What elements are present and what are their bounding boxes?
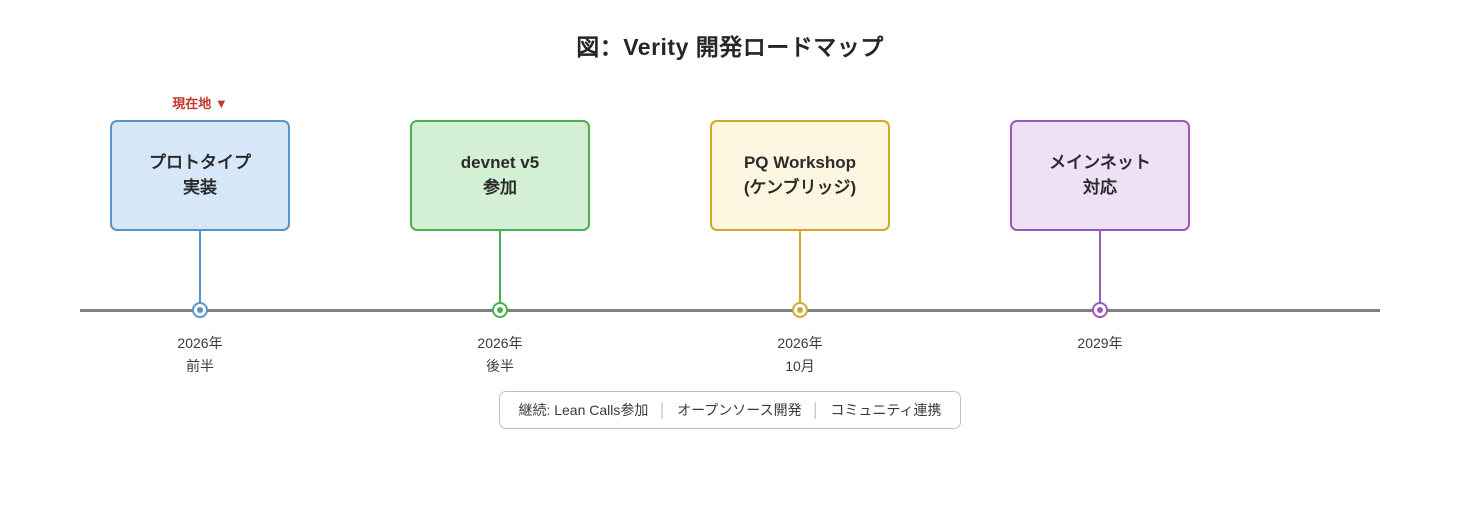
timeline-axis [80,309,1380,312]
footer-item-1: オープンソース開発 [677,402,802,418]
footer-item-2: コミュニティ連携 [830,402,942,418]
milestone-label-1: devnet v5 参加 [460,152,540,197]
footer-separator: │ [658,402,668,418]
milestone-box-0[interactable]: プロトタイプ 実装 [110,120,290,231]
milestone-date-2: 2026年 10月 [777,335,823,374]
milestone-connector-2 [799,231,801,310]
milestone-label-3: メインネット 対応 [1049,152,1151,197]
milestone-date-0: 2026年 前半 [177,335,223,374]
milestone-dot-3[interactable] [1092,302,1108,318]
milestone-connector-0 [199,231,201,310]
milestone-label-2: PQ Workshop (ケンブリッジ) [743,152,857,197]
milestone-dot-1[interactable] [492,302,508,318]
footer-item-0: 継続: Lean Calls参加 [518,402,649,418]
footer-note-box: 継続: Lean Calls参加 │ オープンソース開発 │ コミュニティ連携 [499,391,961,429]
page-title: 図：Verity 開発ロードマップ [576,34,884,60]
milestone-box-2[interactable]: PQ Workshop (ケンブリッジ) [710,120,890,231]
current-position-marker: 現在地 ▼ [172,96,228,111]
milestone-connector-1 [499,231,501,310]
milestone-label-0: プロトタイプ 実装 [149,152,251,197]
milestone-date-3: 2029年 [1077,335,1123,351]
milestone-connector-3 [1099,231,1101,310]
milestone-box-1[interactable]: devnet v5 参加 [410,120,590,231]
footer-separator: │ [811,402,821,418]
footer-note: 継続: Lean Calls参加 │ オープンソース開発 │ コミュニティ連携 [0,391,1460,429]
milestone-box-3[interactable]: メインネット 対応 [1010,120,1190,231]
milestone-dot-2[interactable] [792,302,808,318]
milestone-date-1: 2026年 後半 [477,335,523,374]
milestone-dot-0[interactable] [192,302,208,318]
